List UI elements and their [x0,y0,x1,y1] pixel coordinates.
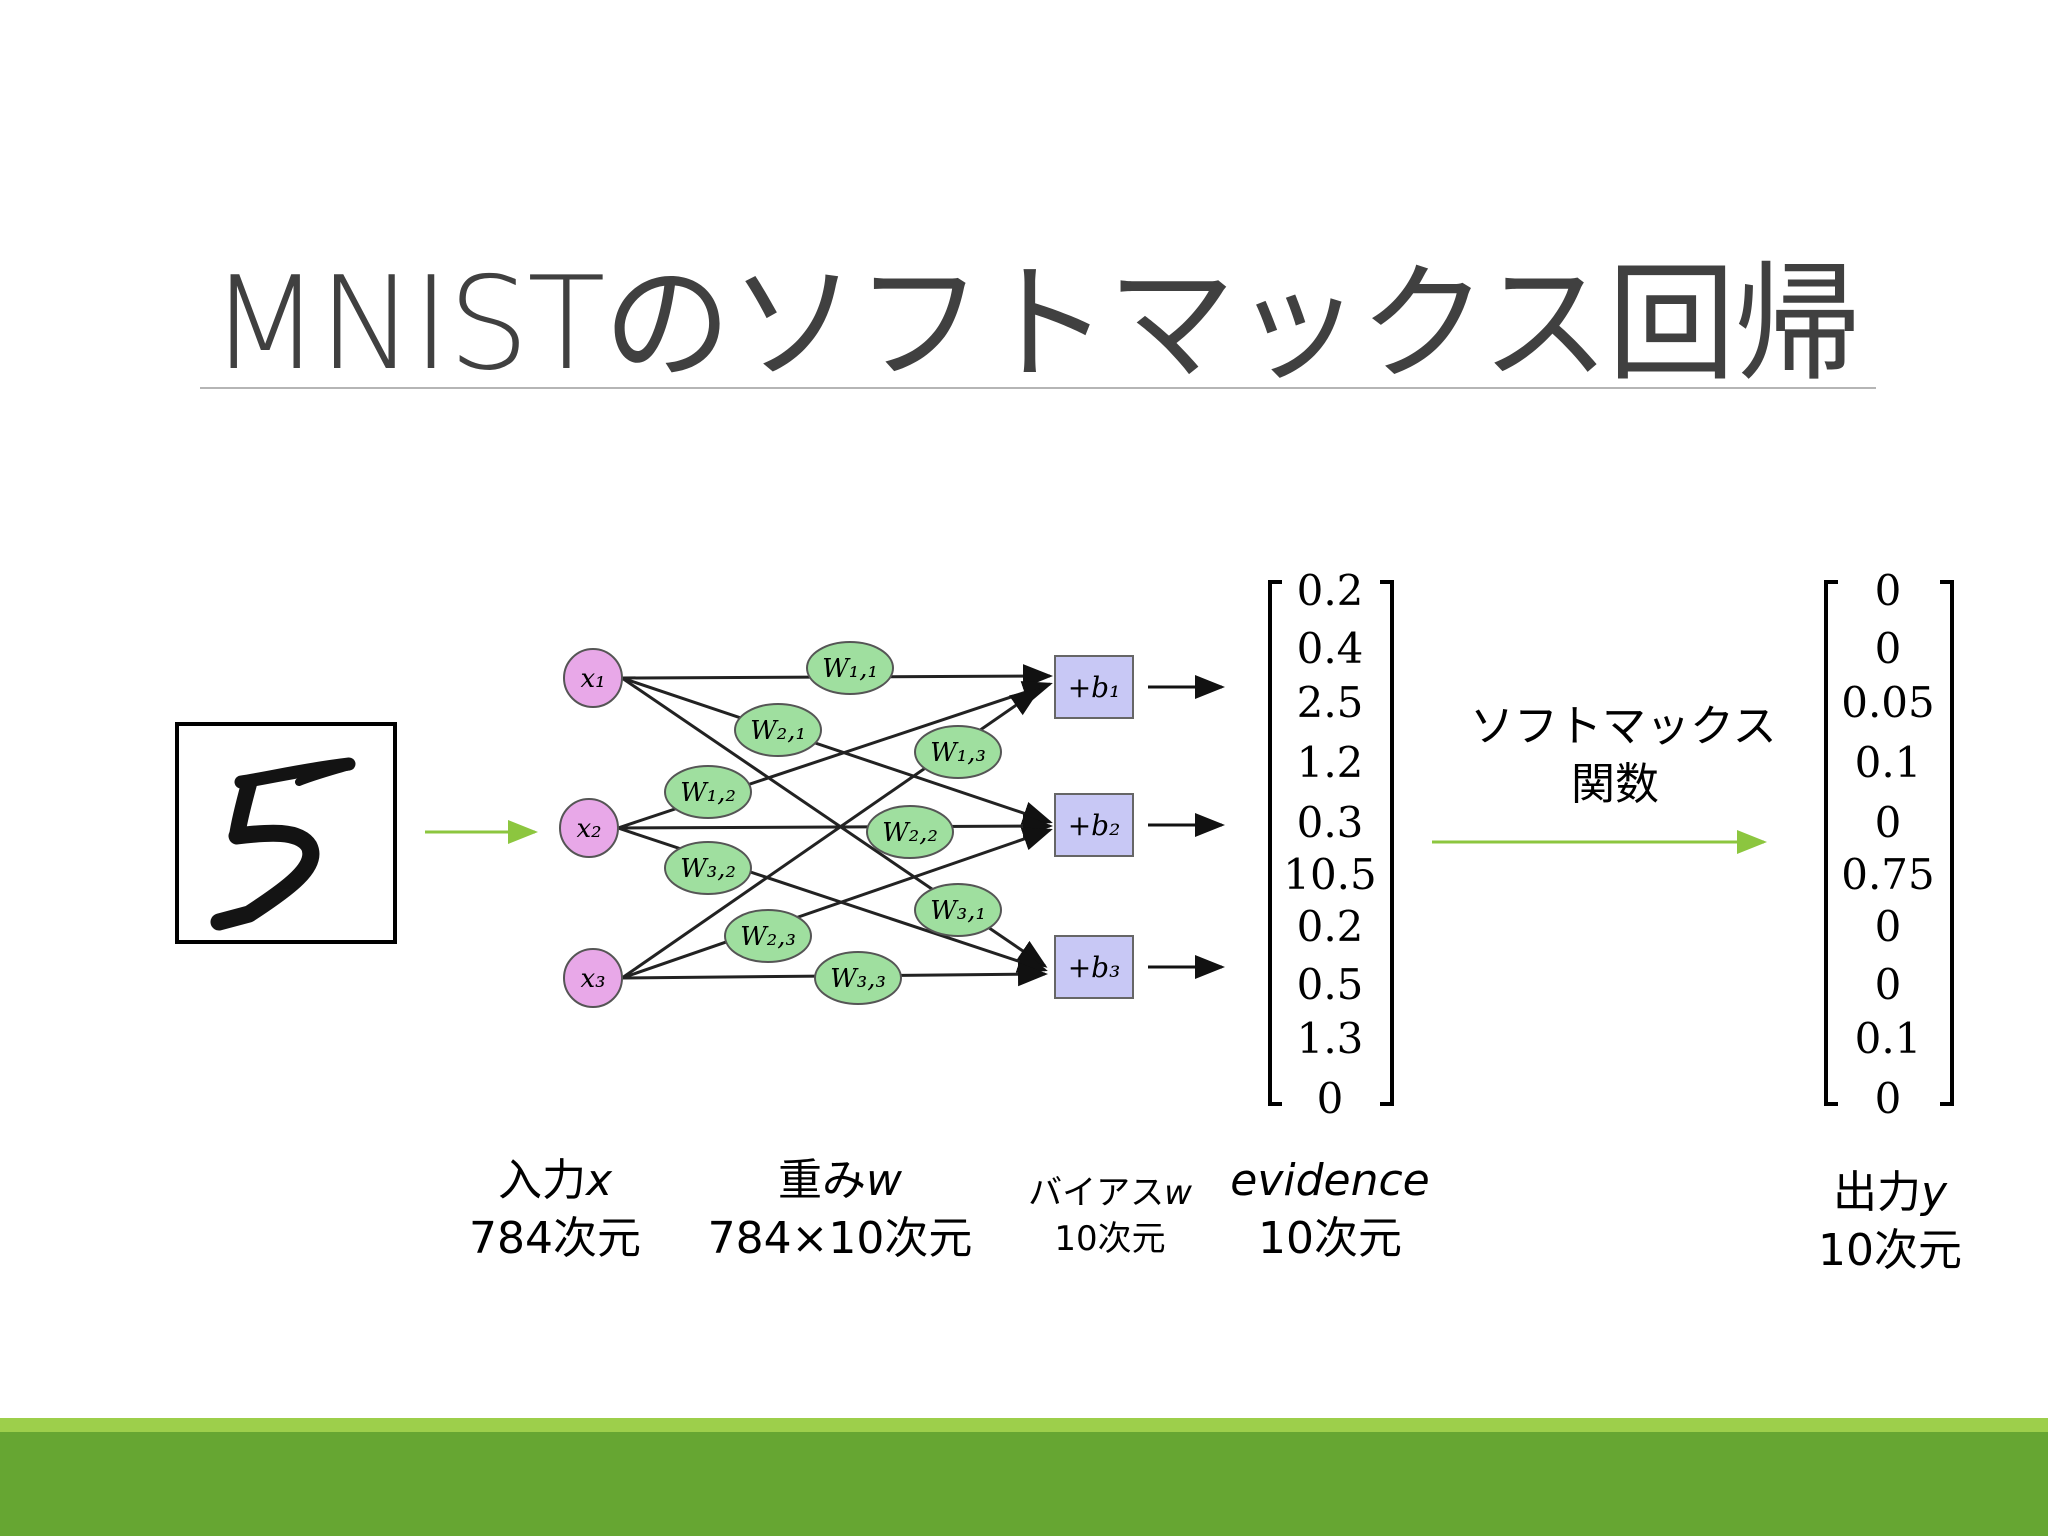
input-label-name: 入力 [497,1155,586,1206]
input-label-var: x [585,1155,613,1206]
output-value: 0.75 [1841,850,1935,899]
evidence-bracket-left [1268,580,1282,1106]
weights-label-dim: 784×10次元 [707,1213,973,1264]
evidence-label-name: evidence [1230,1155,1430,1206]
bias-label: バイアスw 10次元 [1010,1170,1210,1262]
weights-label: 重みw 784×10次元 [690,1152,990,1268]
output-value: 0.1 [1854,738,1922,787]
input-label: 入力x 784次元 [450,1152,660,1268]
evidence-value: 0.3 [1296,798,1364,847]
bias-label-dim: 10次元 [1054,1219,1166,1259]
bias-node-b3: +b₃ [1054,935,1134,999]
input-label-dim: 784次元 [469,1213,641,1264]
svg-text:+b₁: +b₁ [1068,671,1121,704]
softmax-label-line1: ソフトマックス [1470,701,1777,752]
weight-node-w33: W₃,₃ [814,951,902,1005]
evidence-value: 10.5 [1283,850,1377,899]
svg-text:x₂: x₂ [576,814,601,844]
output-label: 出力y 10次元 [1780,1164,2000,1280]
bias-node-b1: +b₁ [1054,655,1134,719]
svg-text:W₂,₁: W₂,₁ [750,716,806,746]
bias-label-name: バイアス [1028,1173,1165,1213]
connections [617,664,1053,987]
evidence-label: evidence 10次元 [1220,1152,1440,1268]
input-node-x1: x₁ [563,648,623,708]
weight-node-w11: W₁,₁ [806,641,894,695]
svg-text:W₂,₂: W₂,₂ [882,818,938,848]
evidence-value: 0.2 [1296,566,1364,615]
weight-node-w21: W₂,₁ [734,703,822,757]
output-value: 0 [1874,1074,1902,1123]
svg-text:+b₃: +b₃ [1068,951,1121,984]
svg-text:+b₂: +b₂ [1068,809,1121,842]
output-value: 0 [1874,624,1902,673]
svg-text:W₁,₁: W₁,₁ [822,654,878,684]
output-value: 0.05 [1841,678,1935,727]
slide-title: MNISTのソフトマックス回帰 [210,250,1862,399]
weight-node-w23: W₂,₃ [724,909,812,963]
evidence-label-dim: 10次元 [1258,1213,1402,1264]
softmax-label: ソフトマックス 関数 [1470,698,1777,814]
output-value: 0 [1874,566,1902,615]
bias-label-var: w [1164,1173,1192,1213]
softmax-label-line2: 関数 [1571,759,1659,810]
title-divider [200,387,1876,389]
edge-x1-b2 [621,676,1053,825]
output-value: 0 [1874,798,1902,847]
svg-text:W₂,₃: W₂,₃ [740,922,796,952]
evidence-value: 1.3 [1296,1014,1364,1063]
evidence-value: 2.5 [1296,678,1364,727]
footer-band-light [0,1418,2048,1432]
output-bracket-right [1940,580,1954,1106]
weights-label-var: w [866,1155,902,1206]
edge-x2-b2 [617,814,1053,839]
output-bracket-left [1824,580,1838,1106]
svg-text:W₁,₃: W₁,₃ [930,738,986,768]
weight-node-w31: W₃,₁ [914,883,1002,937]
output-value: 0 [1874,960,1902,1009]
bias-node-b2: +b₂ [1054,793,1134,857]
evidence-value: 0.2 [1296,902,1364,951]
input-node-x3: x₃ [563,948,623,1008]
svg-text:W₁,₂: W₁,₂ [680,778,736,808]
evidence-bracket-right [1380,580,1394,1106]
svg-text:W₃,₂: W₃,₂ [680,854,736,884]
svg-text:W₃,₃: W₃,₃ [830,964,886,994]
evidence-value: 0.5 [1296,960,1364,1009]
output-label-dim: 10次元 [1818,1225,1962,1276]
output-value: 0 [1874,902,1902,951]
evidence-value: 1.2 [1296,738,1364,787]
svg-text:x₁: x₁ [580,664,605,694]
output-label-name: 出力 [1832,1167,1921,1218]
weight-node-w12: W₁,₂ [664,765,752,819]
mnist-digit-image [175,722,397,944]
weight-node-w32: W₃,₂ [664,841,752,895]
digit-five-icon [210,757,356,931]
weight-node-w13: W₁,₃ [914,725,1002,779]
svg-text:W₃,₁: W₃,₁ [930,896,986,926]
weight-node-w22: W₂,₂ [866,805,954,859]
evidence-value: 0 [1316,1074,1344,1123]
svg-text:x₃: x₃ [580,964,605,994]
edge-x3-b2 [621,827,1053,980]
output-label-var: y [1920,1167,1948,1218]
weights-label-name: 重み [778,1155,866,1206]
evidence-value: 0.4 [1296,624,1364,673]
input-node-x2: x₂ [559,798,619,858]
footer-band-dark [0,1432,2048,1536]
output-value: 0.1 [1854,1014,1922,1063]
